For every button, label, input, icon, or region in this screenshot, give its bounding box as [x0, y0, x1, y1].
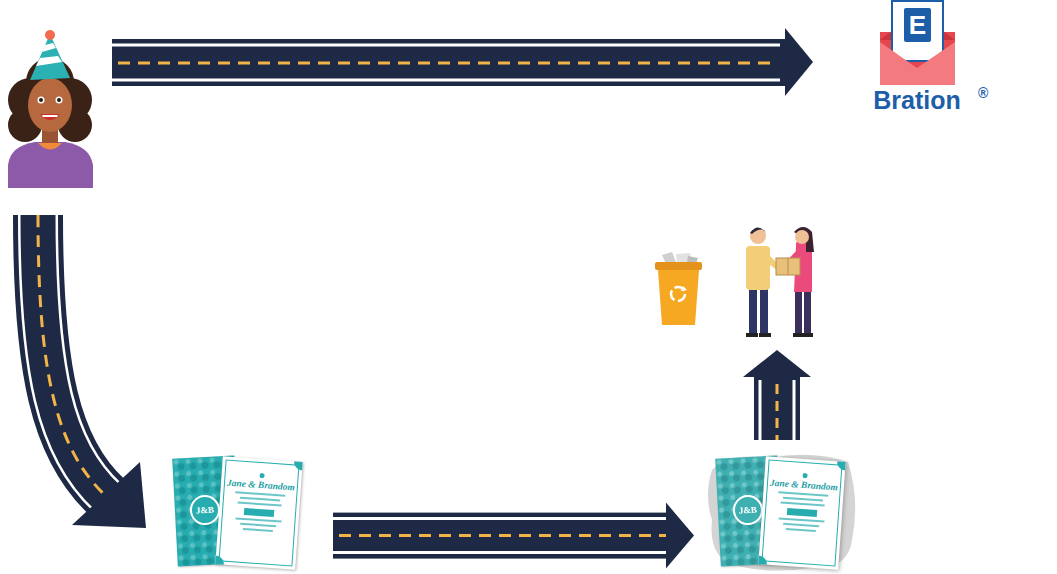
brand-name: Bration: [855, 86, 979, 115]
text-line: [238, 502, 282, 507]
heart-icon: [259, 473, 264, 478]
recycle-bin: [655, 252, 702, 325]
road-arrow: [38, 215, 146, 528]
letter-paper: [892, 1, 943, 61]
road-arrow: [743, 350, 811, 440]
card-front: Jane & Brandom: [758, 456, 845, 569]
heart-icon: [802, 473, 807, 478]
monogram: J&B: [739, 505, 757, 516]
text-line: [240, 523, 276, 528]
text-line: [243, 528, 273, 532]
road-edge-line: [333, 551, 666, 554]
couple-names: Jane & Brandom: [227, 478, 296, 493]
road-arrow: [112, 28, 813, 96]
invitation-card: J&B Jane & Brandom: [718, 453, 850, 571]
logo-letter: E: [904, 8, 931, 42]
people-exchange: [746, 227, 814, 337]
crumple-smudge: [708, 455, 855, 571]
logo-node: E Bration®: [855, 0, 990, 118]
text-line: [786, 528, 816, 532]
road-arrow: [333, 503, 694, 569]
envelope-pocket: [880, 42, 955, 85]
monogram-circle: J&B: [189, 494, 221, 526]
road-edge-line: [333, 517, 666, 520]
registered-mark: ®: [978, 85, 988, 101]
couple-names: Jane & Brandom: [770, 478, 839, 493]
road-center-line: [339, 534, 666, 537]
letter-badge: [904, 8, 931, 42]
text-line: [781, 502, 825, 507]
text-line: [783, 497, 823, 502]
invitation-card: J&B Jane & Brandom: [175, 453, 303, 571]
monogram: J&B: [196, 505, 214, 516]
text-line: [783, 523, 819, 528]
party-person: [8, 30, 93, 188]
text-line: [235, 518, 281, 523]
text-line: [778, 518, 824, 523]
monogram-circle: J&B: [732, 494, 764, 526]
road-body: [333, 513, 666, 559]
date-box: [787, 508, 817, 517]
text-line: [240, 497, 280, 502]
card-front: Jane & Brandom: [215, 456, 302, 569]
arrow-head: [666, 503, 694, 569]
date-box: [244, 508, 274, 517]
